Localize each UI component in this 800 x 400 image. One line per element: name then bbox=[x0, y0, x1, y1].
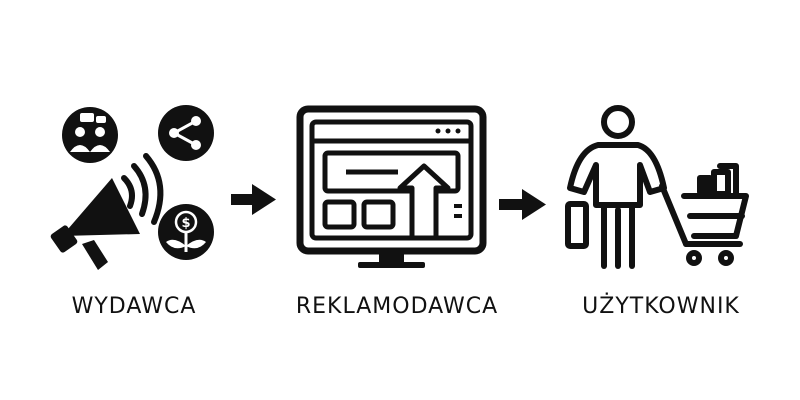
node-label-user: UŻYTKOWNIK bbox=[582, 294, 740, 319]
arrow-right-icon bbox=[231, 184, 276, 215]
share-icon bbox=[158, 105, 214, 161]
node-label-advertiser: REKLAMODAWCA bbox=[295, 294, 499, 319]
people-chat-icon bbox=[62, 107, 118, 163]
money-plant-icon: $ bbox=[158, 204, 214, 260]
shopper-with-cart-icon bbox=[565, 105, 749, 269]
arrow-right-icon bbox=[499, 189, 546, 220]
publisher-icon-group: $ bbox=[50, 105, 214, 270]
sound-waves-icon bbox=[121, 153, 164, 225]
node-label-publisher: WYDAWCA bbox=[71, 294, 197, 319]
monitor-ad-growth-icon bbox=[296, 105, 487, 268]
megaphone-icon bbox=[50, 178, 140, 270]
svg-text:$: $ bbox=[181, 216, 190, 231]
